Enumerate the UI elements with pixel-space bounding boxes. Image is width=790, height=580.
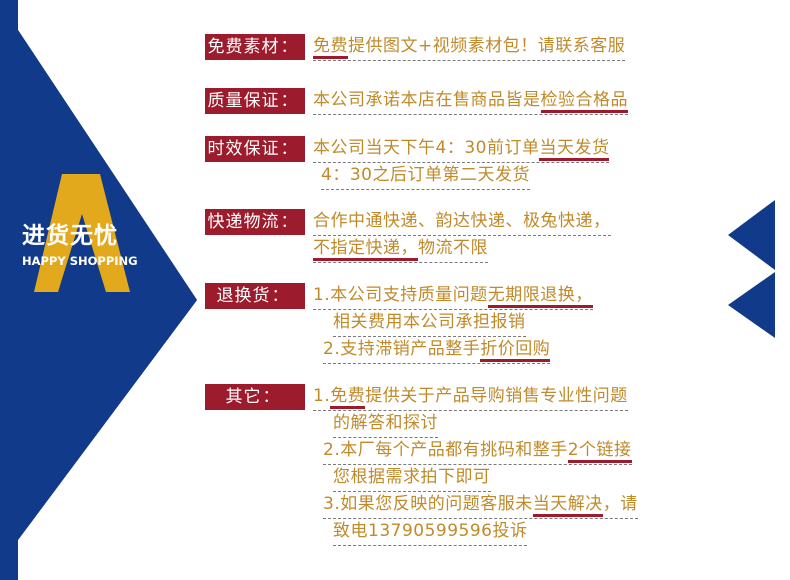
section-4: 快递物流： bbox=[205, 209, 305, 235]
section-line: 的解答和探讨 bbox=[333, 411, 438, 438]
highlighted-text: 2个链接 bbox=[567, 440, 632, 463]
brand-subtitle: HAPPY SHOPPING bbox=[22, 254, 138, 268]
brand-block: 进货无忧 HAPPY SHOPPING bbox=[22, 222, 152, 268]
line-text: ，请 bbox=[602, 494, 638, 514]
letter-a-emblem bbox=[34, 174, 130, 292]
line-text: 致电13790599596投诉 bbox=[333, 521, 528, 541]
label-colon: ： bbox=[280, 37, 299, 57]
label-colon: ： bbox=[262, 387, 281, 407]
section-1: 免费素材： bbox=[205, 34, 305, 60]
line-text: 提供图文+视频素材包！请联系客服 bbox=[348, 36, 626, 56]
line-text: 您根据需求拍下即可 bbox=[333, 467, 491, 487]
section-line: 合作中通快递、韵达快递、极兔快递， bbox=[313, 209, 611, 236]
section-line: 本公司承诺本店在售商品皆是检验合格品 bbox=[313, 88, 628, 115]
label-colon: ： bbox=[271, 286, 290, 306]
line-text: 本公司承诺本店在售商品皆是 bbox=[313, 90, 541, 110]
line-text: 本公司当天下午4：30前订单 bbox=[313, 138, 540, 158]
line-text: 物流不限 bbox=[418, 238, 488, 258]
section-line: 4：30之后订单第二天发货 bbox=[321, 163, 530, 190]
section-label: 快递物流： bbox=[205, 209, 305, 235]
line-text: 1. bbox=[313, 386, 331, 406]
section-line: 1.免费提供关于产品导购销售专业性问题 bbox=[313, 384, 628, 411]
right-arrow-bottom bbox=[728, 272, 775, 338]
section-label-text: 快递物流 bbox=[207, 212, 280, 232]
highlighted-text: 折价回购 bbox=[480, 339, 551, 362]
section-label: 时效保证： bbox=[205, 136, 305, 162]
section-label: 退换货： bbox=[205, 283, 305, 309]
line-text: 2.本厂每个产品都有挑码和整手 bbox=[323, 440, 568, 460]
section-line: 3.如果您反映的问题客服未当天解决，请 bbox=[323, 492, 638, 519]
label-colon: ： bbox=[280, 212, 299, 232]
section-line: 2.支持滞销产品整手折价回购 bbox=[323, 337, 551, 364]
section-line: 2.本厂每个产品都有挑码和整手2个链接 bbox=[323, 438, 632, 465]
line-text: 2.支持滞销产品整手 bbox=[323, 339, 481, 359]
highlighted-text: 免费 bbox=[313, 36, 348, 59]
line-text: 1.本公司支持质量问题 bbox=[313, 285, 488, 305]
section-label: 其它： bbox=[205, 384, 305, 410]
section-label-text: 退换货 bbox=[216, 286, 271, 306]
section-line: 您根据需求拍下即可 bbox=[333, 465, 491, 492]
section-line: 本公司当天下午4：30前订单当天发货 bbox=[313, 136, 610, 163]
highlighted-text: 检验合格品 bbox=[540, 90, 628, 113]
section-label: 免费素材： bbox=[205, 34, 305, 60]
section-5: 退换货： bbox=[205, 283, 305, 309]
line-text: 相关费用本公司承担报销 bbox=[333, 312, 526, 332]
line-text: 的解答和探讨 bbox=[333, 413, 438, 433]
right-arrow-top bbox=[728, 200, 775, 270]
highlighted-text: 当天发货 bbox=[539, 138, 610, 161]
highlighted-text: 无期限退换， bbox=[487, 285, 593, 308]
section-line: 免费提供图文+视频素材包！请联系客服 bbox=[313, 34, 626, 61]
section-3: 时效保证： bbox=[205, 136, 305, 162]
section-label-text: 其它 bbox=[225, 387, 262, 407]
section-2: 质量保证： bbox=[205, 88, 305, 114]
section-label-text: 免费素材 bbox=[207, 37, 280, 57]
highlighted-text: 免费 bbox=[330, 386, 366, 409]
section-label-text: 时效保证 bbox=[207, 139, 280, 159]
section-label-text: 质量保证 bbox=[207, 91, 280, 111]
section-line: 不指定快递，物流不限 bbox=[313, 236, 488, 263]
section-label: 质量保证： bbox=[205, 88, 305, 114]
section-line: 相关费用本公司承担报销 bbox=[333, 310, 526, 337]
highlighted-text: 当天解决 bbox=[532, 494, 603, 517]
section-6: 其它： bbox=[205, 384, 305, 410]
section-line: 致电13790599596投诉 bbox=[333, 519, 528, 546]
highlighted-text: 不指定快递， bbox=[313, 238, 418, 261]
line-text: 3.如果您反映的问题客服未 bbox=[323, 494, 533, 514]
line-text: 提供关于产品导购销售专业性问题 bbox=[365, 386, 628, 406]
section-line: 1.本公司支持质量问题无期限退换， bbox=[313, 283, 593, 310]
label-colon: ： bbox=[280, 91, 299, 111]
line-text: 4：30之后订单第二天发货 bbox=[321, 165, 530, 185]
brand-title: 进货无忧 bbox=[22, 223, 118, 249]
line-text: 合作中通快递、韵达快递、极兔快递， bbox=[313, 211, 611, 231]
label-colon: ： bbox=[280, 139, 299, 159]
